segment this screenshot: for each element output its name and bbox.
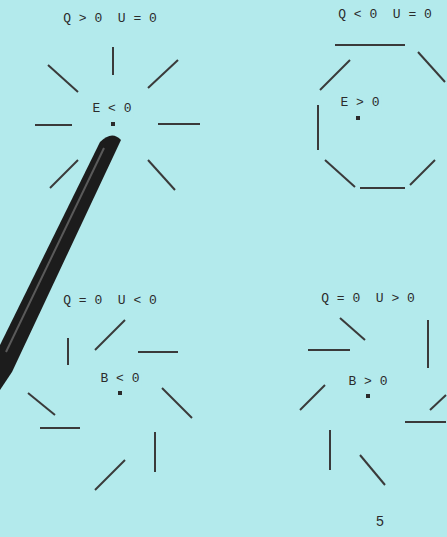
mode-label: B > 0 <box>346 374 389 389</box>
header-label: Q = 0 U > 0 <box>319 291 417 306</box>
mode-label: E < 0 <box>90 101 133 116</box>
mode-label: E > 0 <box>338 95 381 110</box>
page-number: 5 <box>374 514 386 530</box>
mode-label: B < 0 <box>98 371 141 386</box>
header-label: Q > 0 U = 0 <box>61 11 159 26</box>
header-label: Q = 0 U < 0 <box>61 293 159 308</box>
header-label: Q < 0 U = 0 <box>336 7 434 22</box>
